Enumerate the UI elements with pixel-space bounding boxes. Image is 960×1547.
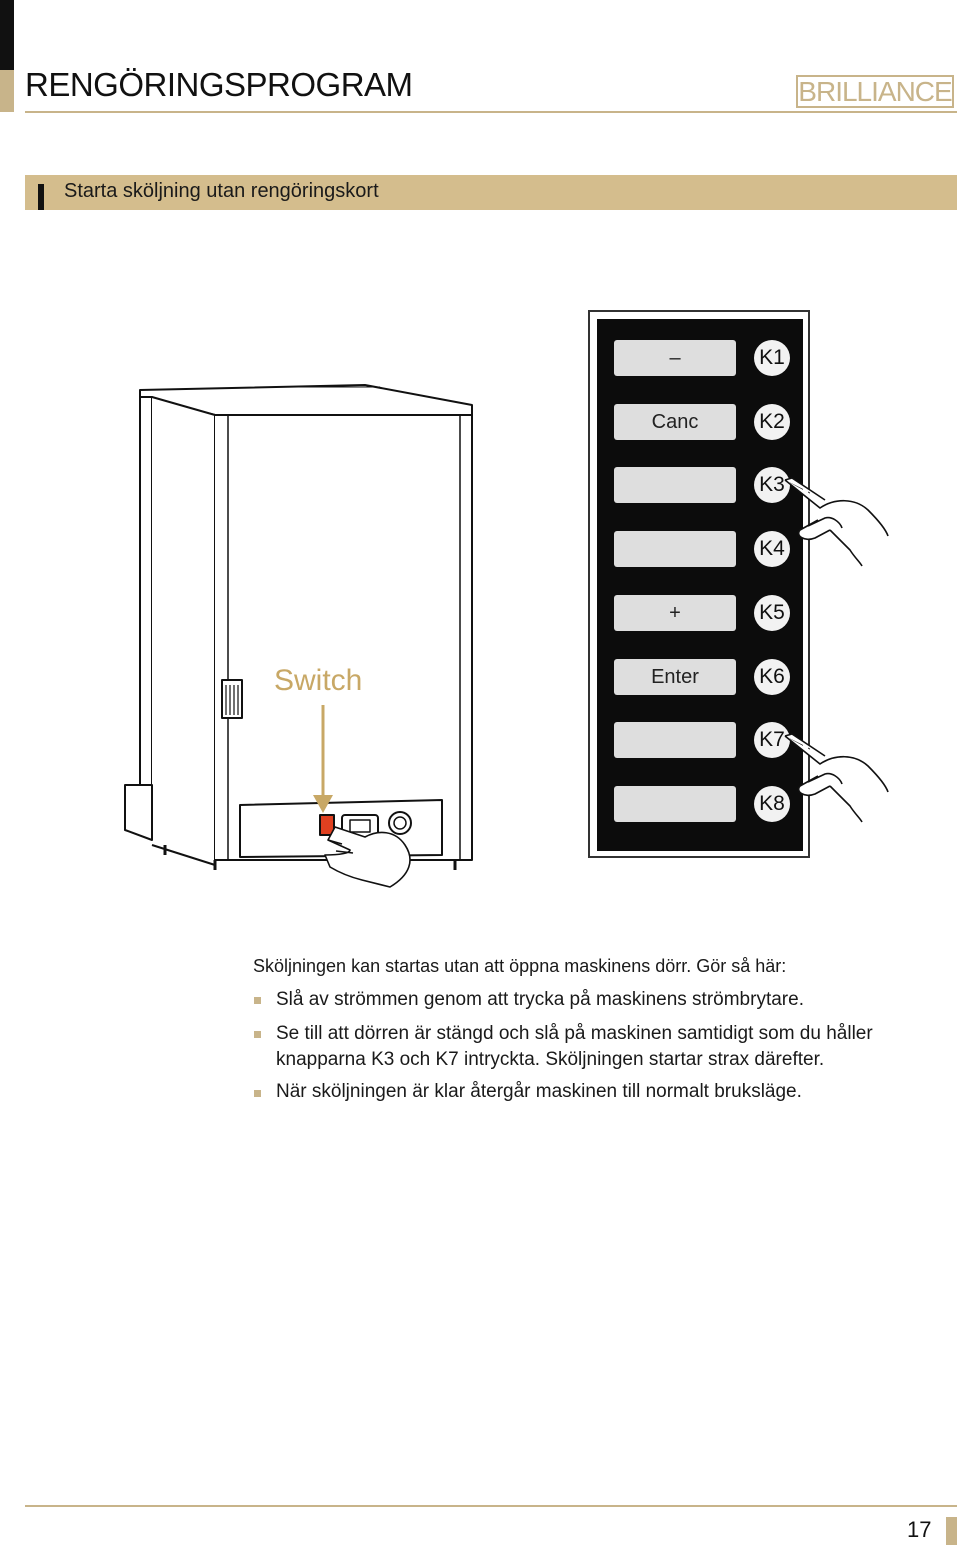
- bullet-text-3: När sköljningen är klar återgår maskinen…: [276, 1081, 802, 1102]
- page-title: RENGÖRINGSPROGRAM: [25, 66, 413, 103]
- header-marker-gold: [0, 70, 14, 112]
- bullet-square-icon: [254, 1031, 261, 1038]
- hand-pressing-k7-icon: [784, 733, 889, 823]
- panel-button-k5: +: [614, 595, 736, 631]
- bullet-text-2: Se till att dörren är stängd och slå på …: [276, 1023, 873, 1070]
- panel-button-k7: [614, 722, 736, 758]
- header-marker-black: [0, 0, 14, 70]
- panel-button-k3: [614, 467, 736, 503]
- key-label-k2: K2: [754, 404, 790, 440]
- section-title: Starta sköljning utan rengöringskort: [64, 180, 379, 202]
- panel-button-k2: Canc: [614, 404, 736, 440]
- panel-button-k1: –: [614, 340, 736, 376]
- bullet-square-icon: [254, 1090, 261, 1097]
- panel-button-k4: [614, 531, 736, 567]
- bullet-square-icon: [254, 997, 261, 1004]
- page-number: 17: [907, 1517, 932, 1542]
- machine-illustration: [124, 384, 473, 888]
- key-label-k7: K7: [754, 722, 790, 758]
- section-band: [25, 175, 957, 210]
- intro-text: Sköljningen kan startas utan att öppna m…: [253, 956, 787, 976]
- switch-label: Switch: [274, 664, 363, 697]
- panel-button-k8: [614, 786, 736, 822]
- key-label-k5: K5: [754, 595, 790, 631]
- key-label-k6: K6: [754, 659, 790, 695]
- key-label-k3: K3: [754, 467, 790, 503]
- footer-divider: [25, 1505, 957, 1507]
- footer-marker-gold: [946, 1517, 957, 1545]
- hand-pressing-k3-icon: [784, 477, 889, 567]
- header-divider: [25, 111, 957, 113]
- panel-button-k6: Enter: [614, 659, 736, 695]
- key-label-k1: K1: [754, 340, 790, 376]
- key-label-k8: K8: [754, 786, 790, 822]
- key-label-k4: K4: [754, 531, 790, 567]
- brand-logo: BRILLIANCE: [796, 75, 954, 108]
- control-panel: [597, 319, 803, 851]
- bullet-text-1: Slå av strömmen genom att trycka på mask…: [276, 989, 804, 1010]
- section-marker: [38, 184, 44, 210]
